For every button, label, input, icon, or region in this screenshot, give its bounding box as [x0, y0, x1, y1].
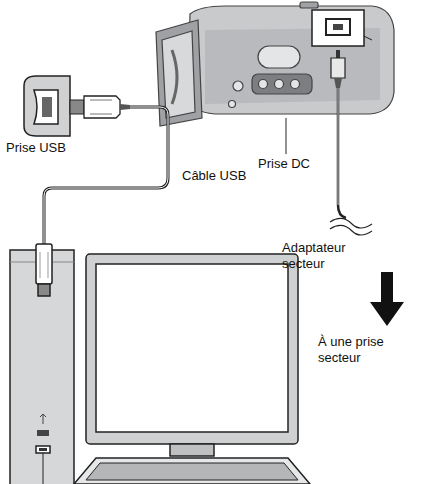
leader-line — [286, 118, 287, 154]
device-label: Adaptateur secteur — [282, 240, 362, 272]
usb-cable — [44, 107, 168, 244]
destination-label: À une prise secteur — [318, 334, 410, 366]
direction-arrow — [370, 272, 404, 326]
camcorder — [156, 2, 394, 126]
jack-label: Prise DC — [258, 156, 348, 172]
computer-tower — [10, 244, 74, 484]
jack-label: Prise USB — [6, 140, 96, 156]
usb-port-inset — [24, 76, 130, 136]
dc-jack-inset — [312, 10, 372, 235]
cable-label: Câble USB — [182, 168, 272, 184]
monitor — [74, 254, 310, 484]
